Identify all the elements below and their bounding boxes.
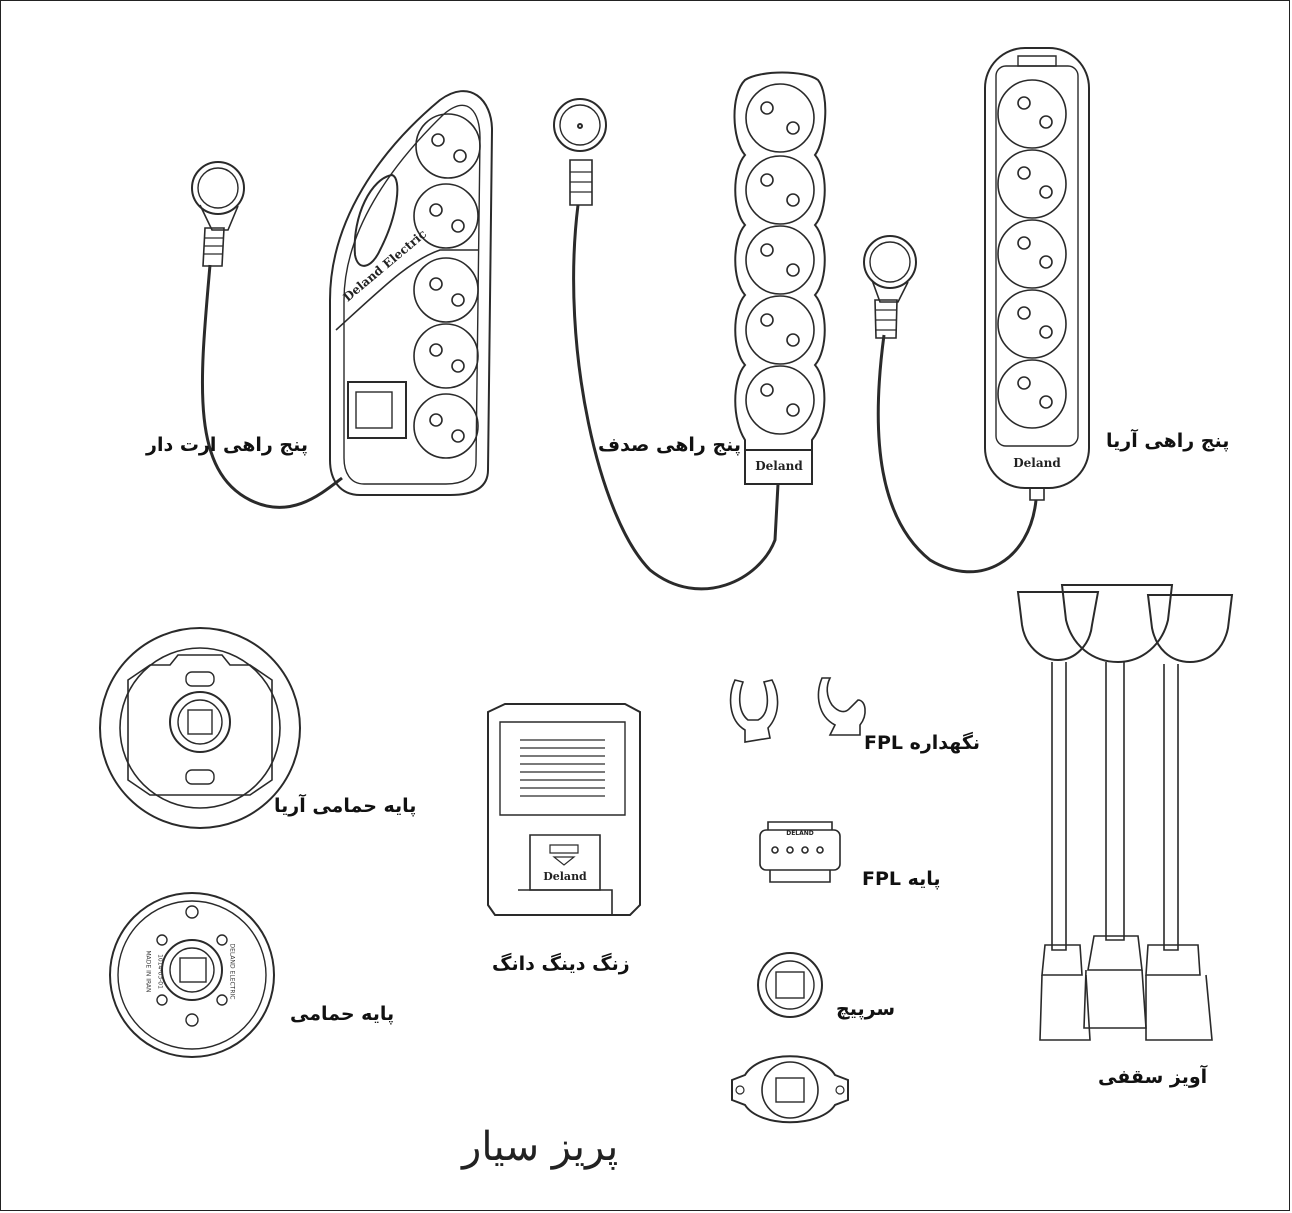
power-switch	[347, 381, 407, 439]
strip-body	[329, 90, 494, 496]
lamp-socket	[757, 952, 823, 1018]
label-shell-strip: پنج راهی صدف	[598, 434, 742, 456]
shell-strip-brand: Deland	[755, 459, 803, 473]
socket-outlet	[745, 83, 815, 435]
doorbell	[487, 703, 641, 916]
fpl-base-brand: DELAND	[786, 830, 814, 837]
strip-handle-slot	[353, 173, 399, 267]
label-ceiling-pendant: آویز سقفی	[1098, 1066, 1208, 1088]
ceiling-pendant	[1016, 584, 1234, 1041]
grounded-power-strip	[191, 90, 494, 509]
arya-power-strip	[863, 47, 1090, 574]
arya-strip-brand: Deland	[1013, 456, 1061, 470]
label-grounded-strip: پنج راهی ارت دار	[146, 434, 309, 456]
label-bath-base: پایه حمامی	[290, 1003, 395, 1025]
label-bath-base-arya: پایه حمامی آریا	[274, 795, 417, 817]
label-lamp-socket: سرپیچ	[836, 998, 896, 1020]
bath-base-made-in: MADE IN IRAN	[144, 950, 152, 993]
label-fpl-base: پایه FPL	[862, 868, 941, 890]
socket-outlet	[413, 113, 481, 459]
fpl-holder	[729, 677, 866, 743]
bath-base	[109, 892, 275, 1058]
bath-base-code: 1014-03-01	[156, 954, 164, 989]
arya-bath-base	[99, 627, 301, 829]
plug-head	[191, 161, 245, 215]
speaker-grille	[520, 739, 605, 797]
flanged-socket	[731, 1055, 849, 1124]
socket-outlet	[997, 79, 1067, 429]
page-title: پریز سیار	[462, 1124, 619, 1170]
label-fpl-holder: نگهداره FPL	[864, 732, 980, 754]
label-doorbell: زنگ دینگ دانگ	[492, 953, 630, 975]
plug-head	[553, 98, 607, 152]
fpl-base	[759, 821, 841, 883]
shell-power-strip	[553, 71, 827, 591]
label-arya-strip: پنج راهی آریا	[1106, 430, 1230, 452]
doorbell-brand: Deland	[543, 870, 587, 883]
strip-body	[984, 47, 1090, 489]
bath-base-maker: DELAND ELECTRIC	[228, 943, 236, 1000]
plug-head	[863, 235, 917, 289]
strip-body	[733, 71, 827, 451]
